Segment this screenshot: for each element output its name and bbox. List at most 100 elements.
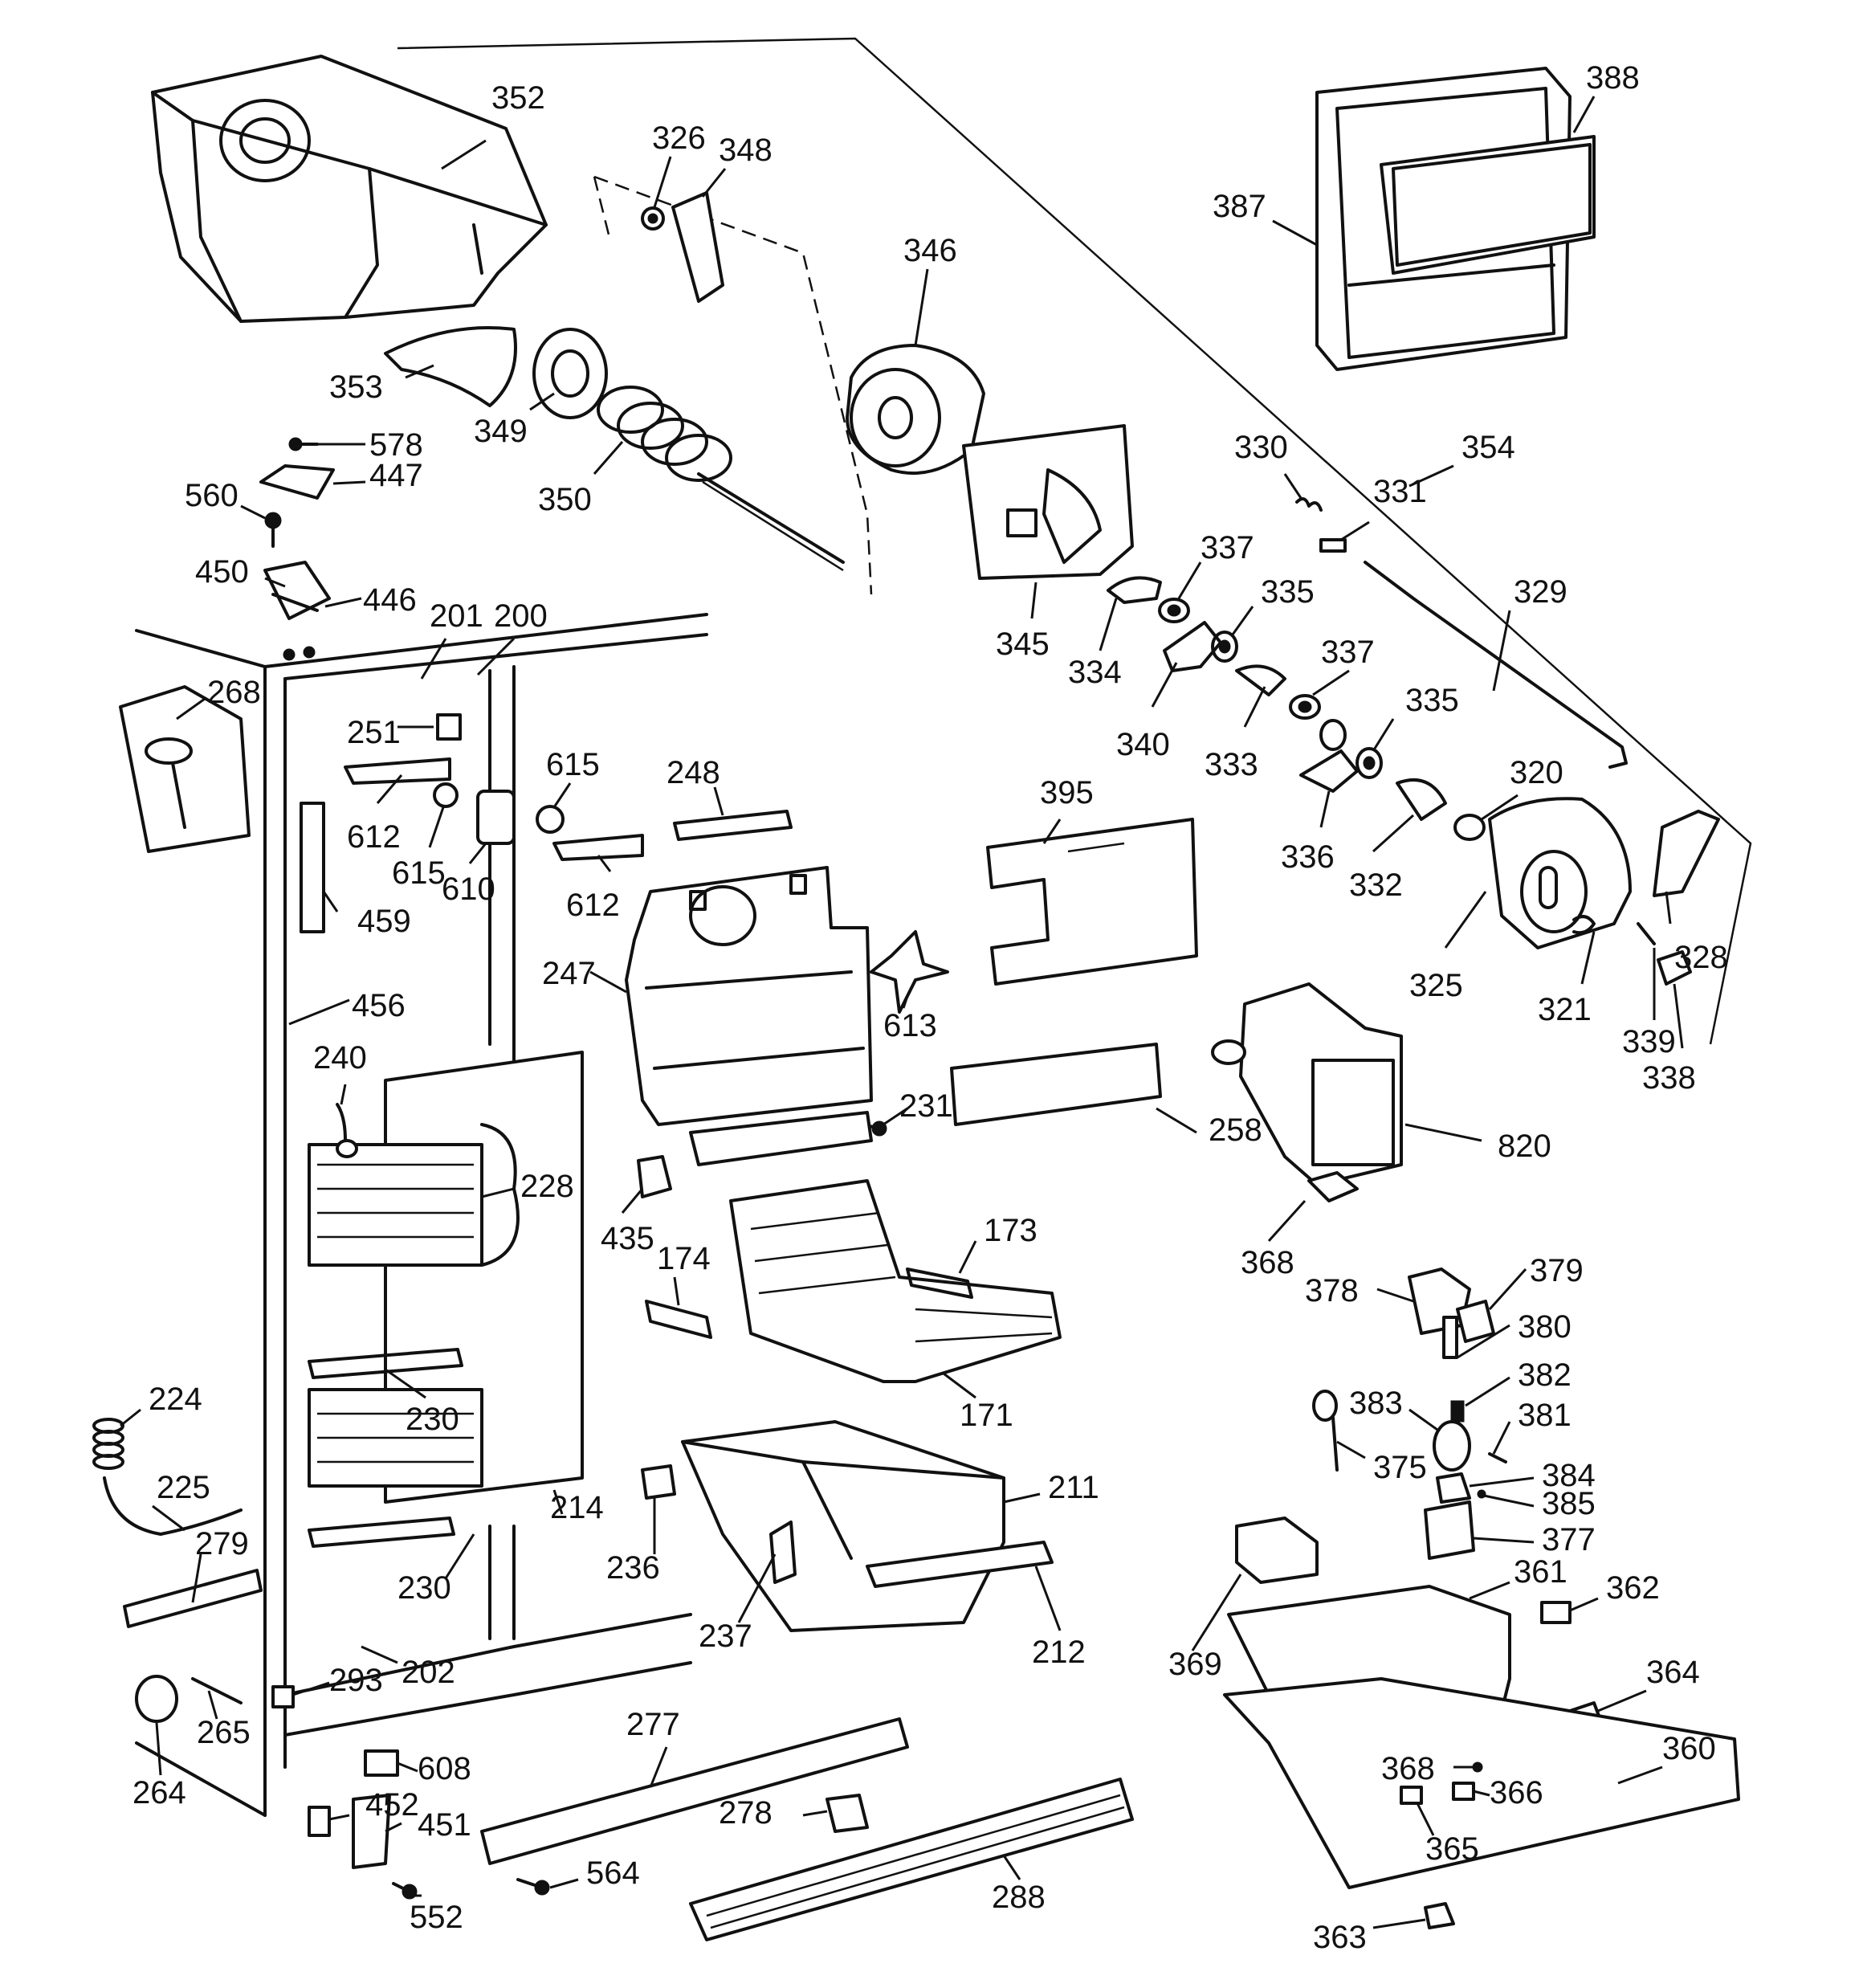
callout-377: 377 [1542,1522,1596,1557]
part-612-bracket-a [344,757,451,785]
part-277-rail [480,1717,909,1865]
callout-225: 225 [157,1470,210,1505]
part-381-pin [1488,1452,1507,1463]
callout-268: 268 [207,675,261,710]
part-237-latch [769,1521,797,1584]
callout-354: 354 [1461,430,1515,465]
callout-612-lower: 612 [566,888,620,923]
dashed-housing-outline [593,175,873,595]
part-383-bushing [1433,1420,1471,1472]
callout-363: 363 [1313,1920,1367,1955]
callout-381: 381 [1518,1398,1572,1433]
callout-202: 202 [402,1655,455,1690]
callout-200: 200 [494,598,548,634]
part-258-cover [950,1043,1162,1126]
part-225-drain-tube [103,1476,243,1536]
callout-459: 459 [357,904,411,939]
callout-348: 348 [719,133,773,168]
callout-336: 336 [1281,839,1335,875]
callout-230-lower: 230 [397,1570,451,1606]
callout-456: 456 [352,988,406,1023]
callout-330: 330 [1234,430,1288,465]
callout-325: 325 [1409,968,1463,1003]
part-334-cam [1107,576,1162,604]
callout-362: 362 [1606,1570,1660,1606]
callout-335-lower: 335 [1405,683,1459,718]
callout-251: 251 [347,715,401,750]
part-265-rod [191,1677,243,1704]
callout-349: 349 [474,414,528,449]
callout-345: 345 [996,627,1050,662]
callout-174: 174 [657,1241,711,1276]
callout-332: 332 [1349,867,1403,903]
part-251-switch [436,713,462,741]
part-shroud-bottom-plate [689,1111,873,1166]
callout-378: 378 [1305,1273,1359,1308]
part-336-gear-arm [1299,749,1359,793]
part-450-bracket [263,561,331,620]
callout-334: 334 [1068,655,1122,690]
callout-450: 450 [195,554,249,590]
callout-452: 452 [365,1787,419,1823]
callout-353: 353 [329,369,383,405]
part-363-foot [1424,1902,1455,1929]
callout-236: 236 [606,1550,660,1586]
part-435-clip [637,1155,672,1198]
callout-375: 375 [1373,1450,1427,1485]
part-228-evaporator [308,1123,520,1488]
part-447-bracket [259,464,335,500]
part-268-lamp-assembly [119,685,251,853]
callout-237: 237 [699,1619,752,1654]
callout-368-upper: 368 [1241,1245,1294,1280]
callout-612-upper: 612 [347,819,401,855]
part-452-plate [308,1806,331,1837]
part-385-pin [1477,1489,1486,1499]
callout-171: 171 [960,1398,1013,1433]
callout-201: 201 [430,598,483,634]
part-380-plunger [1442,1316,1458,1359]
part-384-cap [1436,1472,1471,1504]
part-212-trim [866,1541,1054,1588]
part-360-tray [1223,1677,1740,1889]
callout-384: 384 [1542,1458,1596,1493]
callout-387: 387 [1213,189,1266,224]
callout-350: 350 [538,482,592,517]
part-325-ice-maker-motor [1488,797,1632,949]
callout-379: 379 [1530,1253,1584,1288]
part-366-clip [1452,1782,1475,1801]
callout-365: 365 [1425,1831,1479,1867]
callout-395: 395 [1040,775,1094,810]
part-174-slide [645,1300,712,1339]
callout-361: 361 [1514,1554,1567,1590]
callout-385: 385 [1542,1486,1596,1521]
callout-278: 278 [719,1795,773,1831]
callout-293: 293 [329,1663,383,1698]
part-326-cap [641,206,665,231]
callout-337-upper: 337 [1201,530,1254,565]
callout-331: 331 [1373,474,1427,509]
part-320-washer [1453,814,1486,841]
part-348-label-plate [671,191,724,303]
callout-360: 360 [1662,1731,1716,1766]
callout-388: 388 [1586,60,1640,96]
part-377-bracket [1424,1500,1475,1560]
part-615-knob-a [433,782,459,808]
part-365-clip [1400,1786,1423,1805]
part-335-washer-c [1355,747,1383,779]
callout-364: 364 [1646,1655,1700,1690]
callout-615-lower: 615 [392,855,446,891]
callout-328: 328 [1674,940,1728,975]
part-375-lamp-wire [1312,1390,1339,1472]
callout-240: 240 [313,1040,367,1076]
part-333-cam [1235,664,1286,696]
callout-552: 552 [410,1900,463,1935]
part-337-spring-a [1158,598,1190,623]
callout-labels: 352 326 348 346 388 387 353 349 350 578 … [132,60,1728,1955]
part-230-heater-a [308,1348,463,1379]
part-328-cover [1653,810,1720,897]
callout-564: 564 [586,1855,640,1891]
part-171-wire-basket [729,1179,1062,1383]
callout-578: 578 [369,427,423,463]
part-236-clip [641,1464,676,1500]
callout-224: 224 [149,1382,202,1417]
